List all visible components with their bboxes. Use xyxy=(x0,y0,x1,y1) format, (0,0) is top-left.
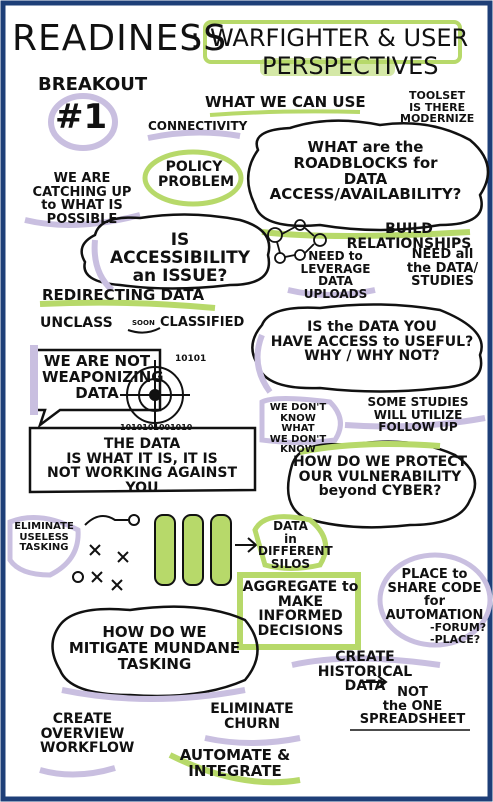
note-catching-up: WE ARE CATCHING UP to WHAT IS POSSIBLE xyxy=(32,171,132,227)
note-what-we-can-use: WHAT WE CAN USE xyxy=(205,93,366,111)
title-highlight-2 xyxy=(260,58,395,76)
dont-know-highlight xyxy=(259,396,343,445)
note-accessibility: IS ACCESSIBILITY an ISSUE? xyxy=(109,230,251,286)
note-data-useful: IS the DATA YOU HAVE ACCESS to USEFUL? W… xyxy=(270,319,474,365)
note-roadblocks: WHAT are the ROADBLOCKS for DATA ACCESS/… xyxy=(269,138,462,204)
note-redirecting: REDIRECTING DATA xyxy=(42,286,205,304)
historical-highlight xyxy=(291,655,441,668)
mitigate-highlight xyxy=(61,687,246,702)
eliminate-highlight xyxy=(7,515,81,578)
note-not-one: NOT the ONE SPREADSHEET xyxy=(359,685,466,728)
note-protect: HOW DO WE PROTECT OUR VULNERABILITY beyo… xyxy=(292,454,468,500)
note-binary-bottom: 1010101001010 xyxy=(120,423,193,432)
overview-highlight xyxy=(39,765,116,778)
breakout-number: #1 xyxy=(55,97,108,137)
note-automate: AUTOMATE & INTEGRATE xyxy=(179,746,291,780)
title-subtitle-2: PERSPECTIVES xyxy=(262,52,439,80)
note-policy-problem: POLICY PROBLEM xyxy=(158,159,235,190)
underline-what-we-can-use xyxy=(209,109,361,117)
breakout-label: BREAKOUT xyxy=(38,74,148,95)
note-forum: -FORUM? -PLACE? xyxy=(430,621,487,646)
arrow-historical xyxy=(360,675,388,689)
play-diagram-icon xyxy=(72,514,140,591)
note-dont-know: WE DON'T KNOW WHAT WE DON'T KNOW xyxy=(269,402,327,455)
note-aggregate: AGGREGATE to MAKE INFORMED DECISIONS xyxy=(242,579,359,640)
underline-connectivity xyxy=(147,129,241,141)
note-unclass: UNCLASS xyxy=(40,315,113,331)
note-soon: SOON xyxy=(132,319,155,327)
some-studies-underline xyxy=(344,415,486,430)
note-binary-top: 10101 xyxy=(175,354,207,364)
note-build-relationships: BUILD RELATIONSHIPS xyxy=(346,221,472,252)
page-title: READINESS xyxy=(12,18,228,59)
data-useful-highlight xyxy=(254,333,273,394)
breakout-circle xyxy=(48,93,118,151)
note-classified: CLASSIFIED xyxy=(160,315,245,330)
roadblocks-highlight xyxy=(261,229,471,239)
place-to-share-circle xyxy=(377,552,493,648)
note-place-to-share: PLACE to SHARE CODE for AUTOMATION xyxy=(385,567,484,623)
accessibility-highlight xyxy=(91,239,115,293)
note-eliminate-useless: ELIMINATE USELESS TASKING xyxy=(14,521,74,553)
silos-icon xyxy=(154,514,258,586)
aggregate-box xyxy=(237,572,361,650)
protect-highlight xyxy=(299,441,441,455)
churn-highlight xyxy=(204,735,301,746)
automate-highlight xyxy=(168,752,301,786)
note-mitigate: HOW DO WE MITIGATE MUNDANE TASKING xyxy=(68,623,241,673)
roadblocks-bubble xyxy=(247,119,490,232)
note-connectivity: CONNECTIVITY xyxy=(148,119,248,133)
policy-circle xyxy=(142,149,244,207)
note-not-weaponizing: WE ARE NOT WEAPONIZING DATA xyxy=(42,352,164,402)
underline-redirecting xyxy=(39,299,216,311)
note-toolset: TOOLSET IS THERE MODERNIZE xyxy=(400,89,475,126)
underline-leverage xyxy=(287,287,376,298)
target-icon xyxy=(120,360,190,430)
note-overview: CREATE OVERVIEW WORKFLOW xyxy=(40,711,135,757)
title-subtitle-1: WARFIGHTER & USER xyxy=(210,24,469,52)
note-leverage: NEED to LEVERAGE DATA UPLOADS xyxy=(300,249,371,301)
silos-highlight xyxy=(252,514,329,571)
data-is-what-box xyxy=(28,426,257,494)
note-need-all-data: NEED all the DATA/ STUDIES xyxy=(406,247,479,290)
mitigate-bubble xyxy=(51,605,259,698)
note-historical: CREATE HISTORICAL DATA xyxy=(317,649,413,695)
note-data-is-what: THE DATA IS WHAT IT IS, IT IS NOT WORKIN… xyxy=(46,436,238,497)
accessibility-bubble xyxy=(80,213,271,290)
weaponizing-highlight xyxy=(30,345,38,415)
note-some-studies: SOME STUDIES WILL UTILIZE FOLLOW UP xyxy=(367,395,469,435)
note-churn: ELIMINATE CHURN xyxy=(210,701,294,732)
note-silos: DATA in DIFFERENT SILOS xyxy=(258,519,333,571)
arrow-soon xyxy=(127,327,161,334)
title-colon: : xyxy=(190,22,201,57)
network-icon xyxy=(267,219,327,264)
data-useful-bubble xyxy=(251,303,483,393)
